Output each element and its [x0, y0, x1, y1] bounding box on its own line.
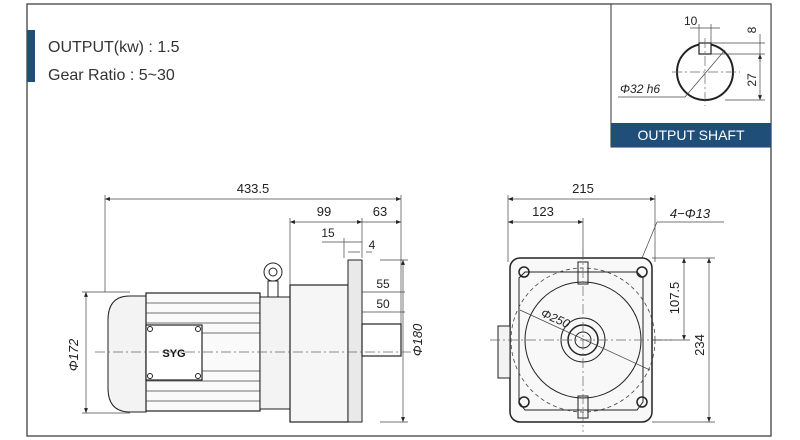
mounting-holes-label: 4−Φ13	[670, 206, 711, 221]
height-label: 234	[692, 334, 707, 356]
output-flange	[347, 259, 363, 423]
output-shaft-banner	[611, 123, 771, 147]
key-height-label: 27	[745, 73, 759, 87]
dim-99-label: 99	[317, 204, 331, 219]
dim-123-label: 123	[532, 204, 554, 219]
terminal-box	[145, 324, 203, 381]
key-depth-label: 8	[745, 26, 759, 33]
output-shaft-detail: OUTPUT SHAFT 10 8 27 Φ32 h6	[610, 3, 772, 148]
front-view: 215 123 4−Φ13 Φ250 1	[490, 181, 724, 432]
accent-bar	[27, 30, 35, 82]
gear-housing	[289, 284, 349, 423]
output-spec: OUTPUT(kw) : 1.5	[48, 39, 180, 56]
gear-ratio-spec: Gear Ratio : 5~30	[48, 67, 175, 84]
dim-107-5-label: 107.5	[667, 282, 682, 315]
dim-63-label: 63	[373, 204, 387, 219]
key-width-label: 10	[684, 14, 698, 28]
motor-diameter-label: Φ172	[66, 338, 81, 371]
brand-logo: SYG	[162, 348, 185, 360]
shaft-diameter-label: Φ32 h6	[620, 82, 660, 96]
side-view: 433.5 99 63 15 4 55 50 Φ172 Φ180	[66, 181, 425, 423]
motor-end-cap	[107, 295, 147, 413]
output-shaft	[361, 323, 402, 357]
output-shaft-title: OUTPUT SHAFT	[637, 127, 745, 143]
flange-diameter-label: Φ180	[410, 323, 425, 356]
dim-55-label: 55	[376, 277, 390, 291]
dim-50-label: 50	[376, 297, 390, 311]
width-label: 215	[572, 181, 594, 196]
dim-4-label: 4	[369, 238, 376, 252]
overall-length-label: 433.5	[237, 181, 270, 196]
dim-15-label: 15	[321, 226, 335, 240]
adapter	[259, 296, 291, 410]
